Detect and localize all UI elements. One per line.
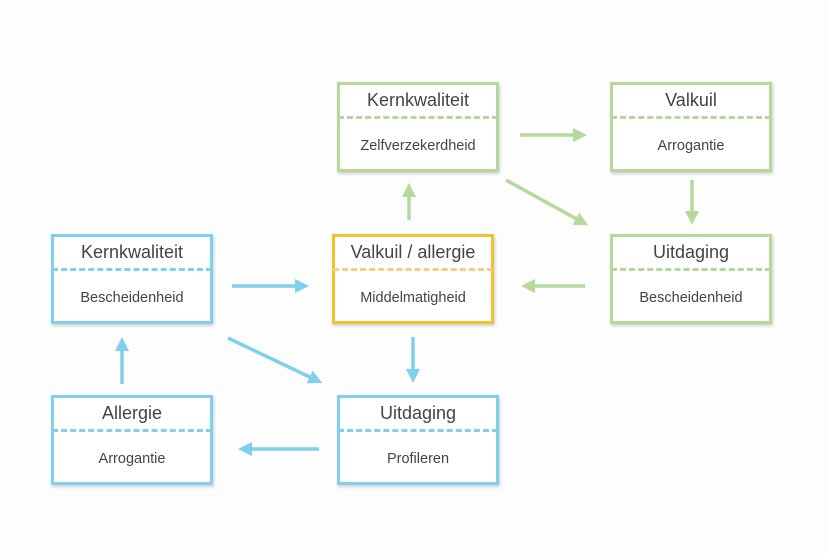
box-title: Valkuil / allergie: [350, 242, 476, 262]
box-value: Arrogantie: [98, 451, 166, 467]
allergie-box: Allergie Arrogantie: [51, 395, 213, 485]
uitdaging-box-right: Uitdaging Bescheidenheid: [610, 234, 772, 324]
box-value: Bescheidenheid: [639, 290, 743, 306]
box-title: Valkuil: [665, 90, 717, 110]
box-value: Middelmatigheid: [360, 290, 466, 306]
box-divider: [333, 268, 493, 271]
kernkwaliteit-box-top: Kernkwaliteit Zelfverzekerdheid: [337, 82, 499, 172]
box-divider: [611, 268, 771, 271]
box-divider: [52, 429, 212, 432]
box-title: Allergie: [101, 403, 163, 423]
box-divider: [52, 268, 212, 271]
box-value: Zelfverzekerdheid: [360, 138, 476, 154]
box-title: Uitdaging: [652, 242, 730, 262]
arrow-kern-top-to-uitdaging-right: [505, 178, 589, 226]
box-value: Arrogantie: [657, 138, 725, 154]
valkuil-box: Valkuil Arrogantie: [610, 82, 772, 172]
box-title: Kernkwaliteit: [80, 242, 184, 262]
uitdaging-box-bottom: Uitdaging Profileren: [337, 395, 499, 485]
valkuil-allergie-box: Valkuil / allergie Middelmatigheid: [332, 234, 494, 324]
arrow-kern-left-to-uitdaging-bottom: [227, 336, 323, 384]
box-divider: [338, 429, 498, 432]
kernkwaliteit-box-left: Kernkwaliteit Bescheidenheid: [51, 234, 213, 324]
box-value: Profileren: [386, 451, 450, 467]
box-title: Kernkwaliteit: [366, 90, 470, 110]
box-title: Uitdaging: [379, 403, 457, 423]
box-divider: [338, 116, 498, 119]
box-divider: [611, 116, 771, 119]
box-value: Bescheidenheid: [80, 290, 184, 306]
